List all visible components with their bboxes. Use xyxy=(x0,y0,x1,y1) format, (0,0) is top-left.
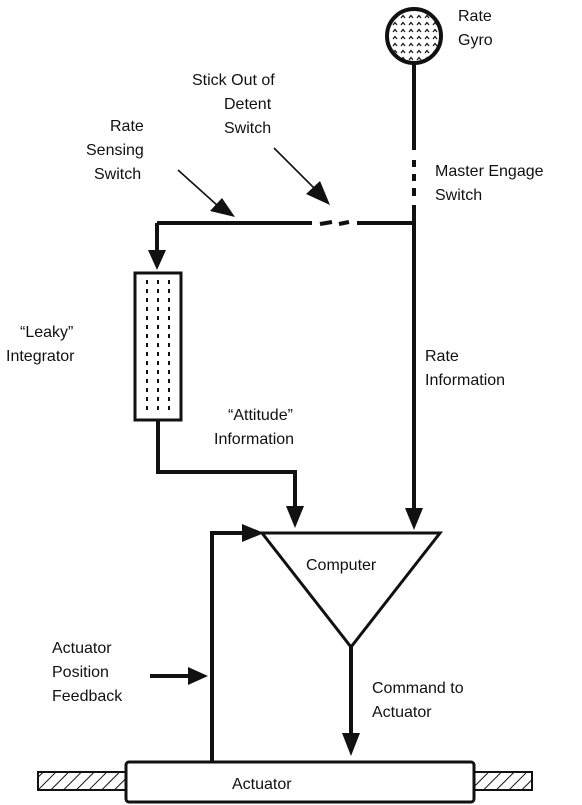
command-line xyxy=(342,647,360,756)
feedback-line xyxy=(210,524,264,763)
attitude-information-line xyxy=(156,420,304,528)
integrator-feed-line xyxy=(148,220,414,270)
leaky-integrator-label: “Leaky” Integrator xyxy=(6,324,78,365)
leaky-integrator-block xyxy=(133,271,183,422)
rate-information-label: Rate Information xyxy=(425,348,505,389)
attitude-information-label: “Attitude” Information xyxy=(214,407,297,448)
actuator-position-feedback-label: Actuator Position Feedback xyxy=(52,640,123,705)
rate-gyro-icon xyxy=(385,7,443,65)
detent-switch-pointer xyxy=(273,147,330,205)
feedback-arrowhead xyxy=(242,524,264,542)
feedback-pointer xyxy=(150,667,208,685)
actuator-label: Actuator xyxy=(232,776,292,793)
computer-label: Computer xyxy=(306,557,377,574)
actuator-block xyxy=(37,760,533,804)
rate-information-line xyxy=(405,63,423,530)
stick-out-of-detent-switch xyxy=(319,220,350,226)
stick-out-of-detent-switch-label: Stick Out of Detent Switch xyxy=(192,72,279,137)
command-arrowhead xyxy=(342,733,360,756)
integrator-arrowhead xyxy=(148,250,166,270)
computer-block xyxy=(258,531,444,650)
rate-gyro-label: Rate Gyro xyxy=(458,8,496,49)
master-engage-switch-label: Master Engage Switch xyxy=(435,163,548,204)
rate-sensing-switch-pointer xyxy=(177,169,235,217)
attitude-arrowhead xyxy=(286,506,304,528)
rate-sensing-switch-label: Rate Sensing Switch xyxy=(86,118,148,183)
command-to-actuator-label: Command to Actuator xyxy=(372,680,468,721)
rate-arrowhead xyxy=(405,508,423,530)
